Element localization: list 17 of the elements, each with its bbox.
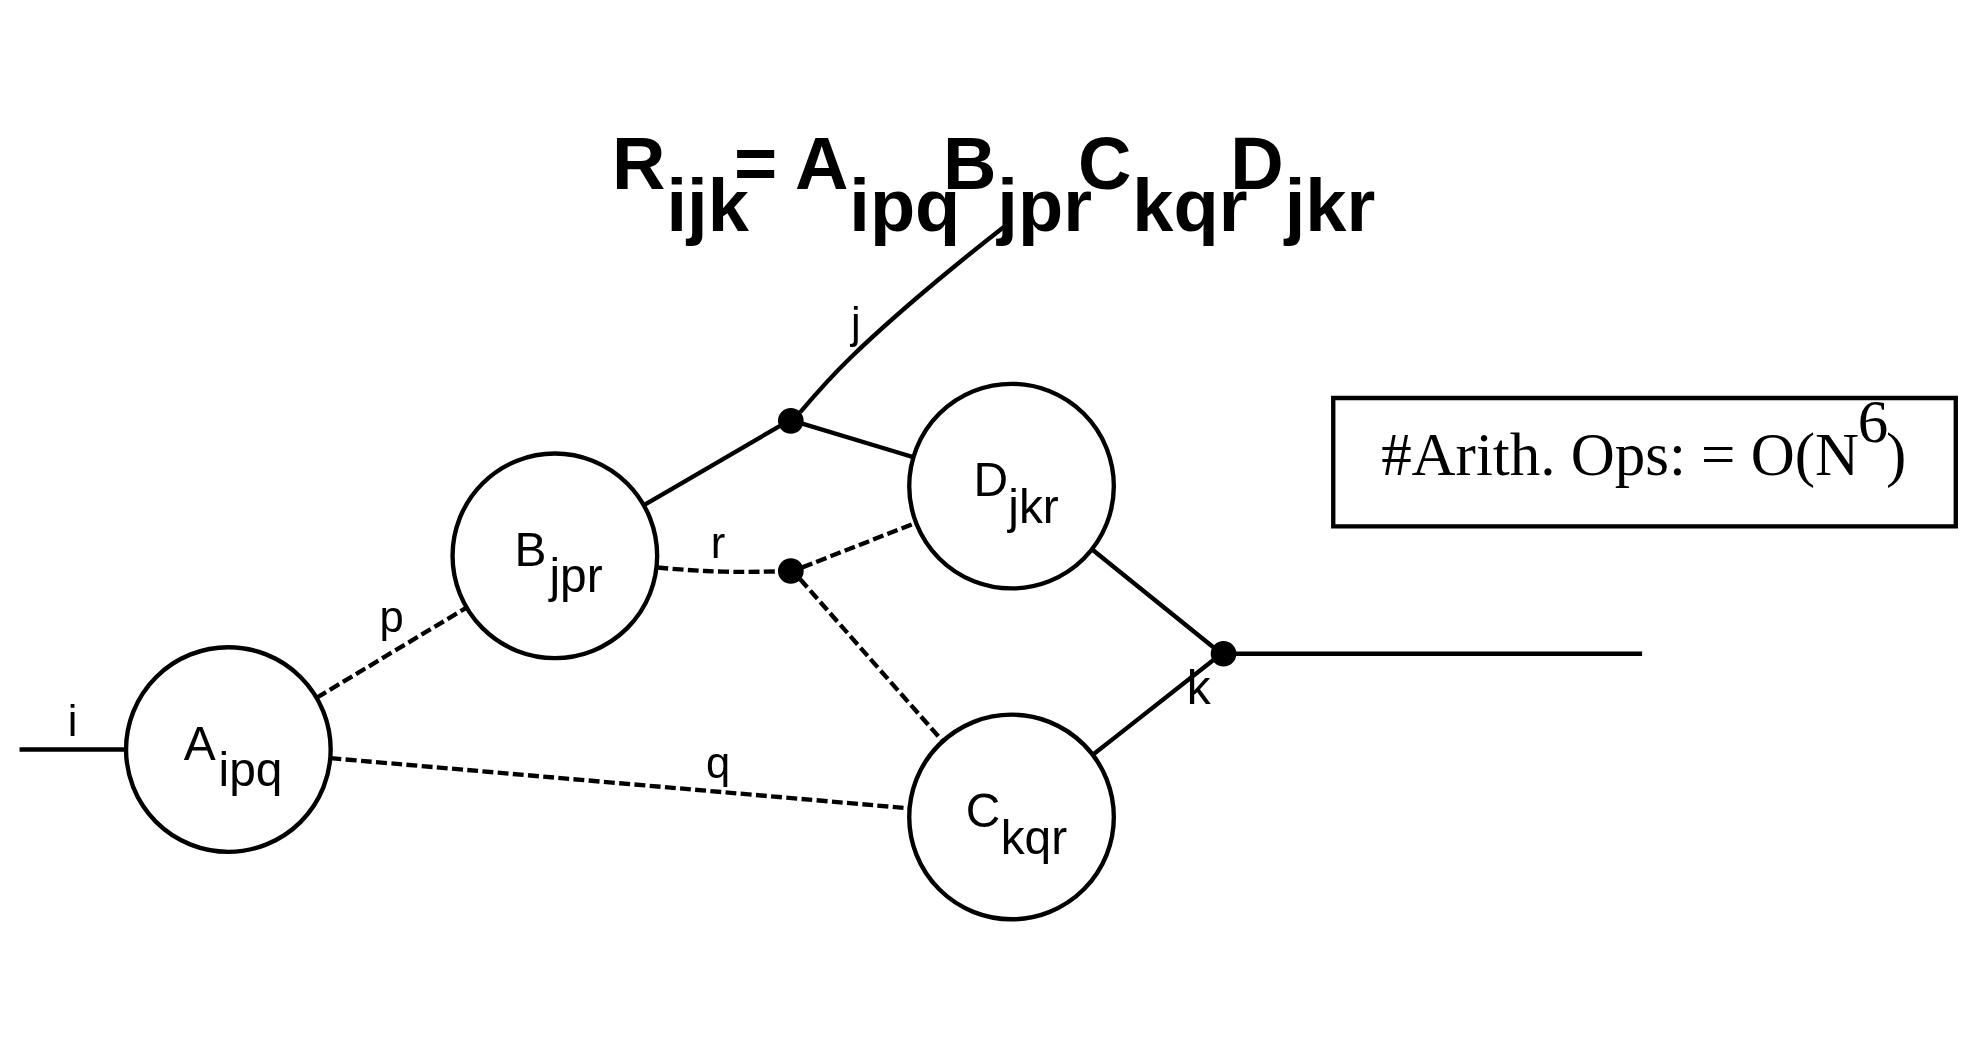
edge-label: j bbox=[851, 299, 861, 348]
connector bbox=[315, 606, 468, 700]
edge-label: p bbox=[379, 592, 404, 641]
connector bbox=[642, 424, 781, 508]
connector bbox=[1090, 547, 1215, 649]
node-dot bbox=[777, 408, 804, 434]
node-dot bbox=[777, 558, 804, 584]
edge-label: i bbox=[67, 697, 78, 746]
connector bbox=[798, 577, 944, 743]
connector bbox=[801, 421, 914, 460]
edge-label: r bbox=[710, 518, 726, 567]
edge-label: q bbox=[706, 738, 731, 787]
connector bbox=[1091, 658, 1215, 757]
connector bbox=[330, 756, 910, 811]
connector bbox=[1236, 651, 1643, 656]
node-dot bbox=[1210, 640, 1237, 667]
connector bbox=[19, 747, 126, 752]
